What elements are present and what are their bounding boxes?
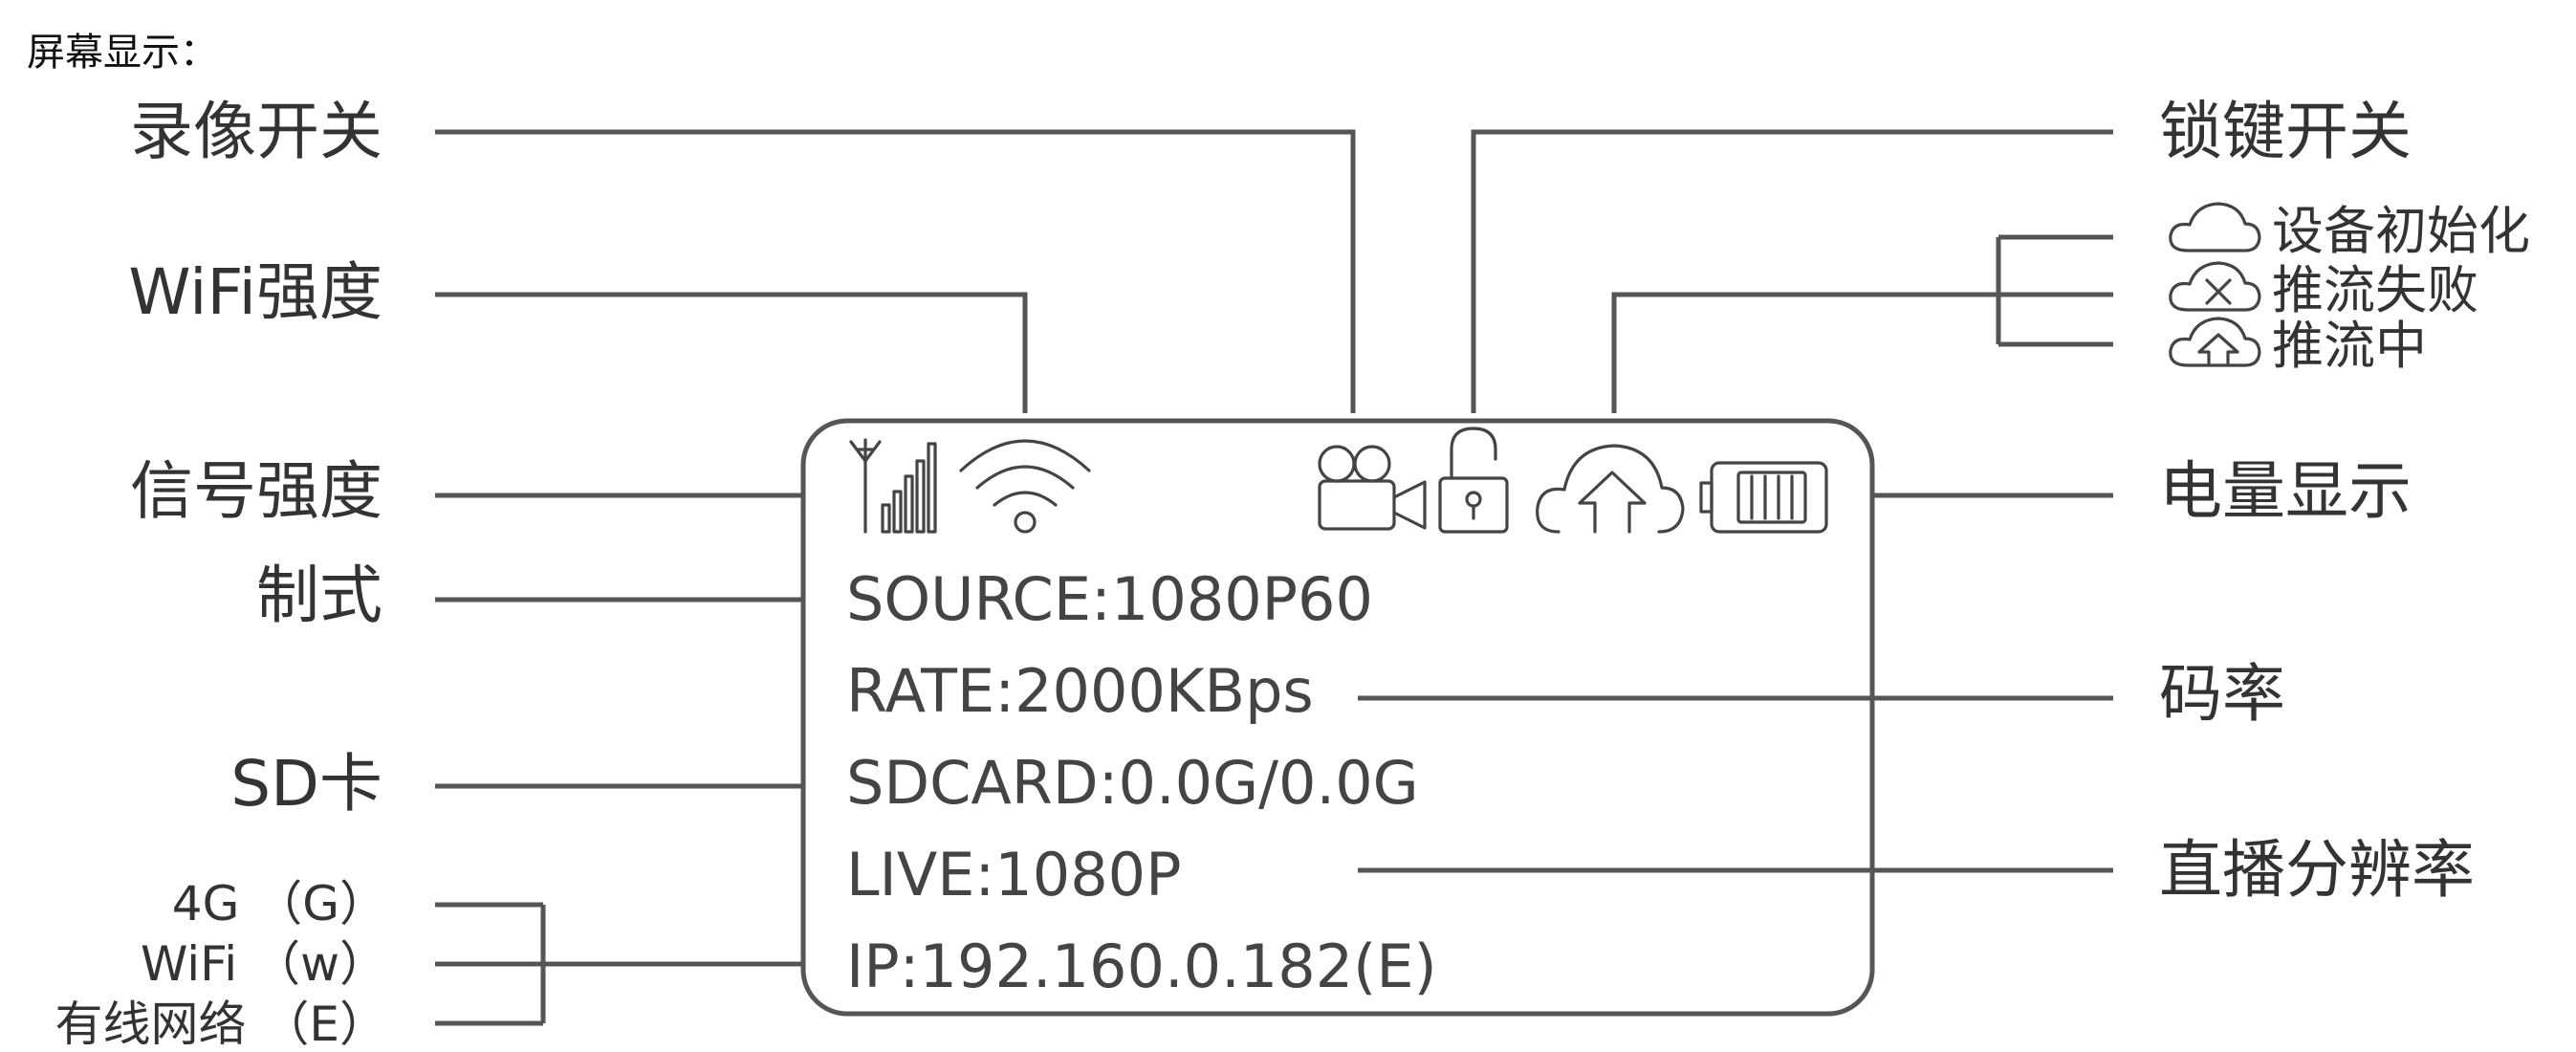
label-init: 设备初始化 (2272, 201, 2530, 261)
page-title: 屏幕显示： (27, 31, 218, 75)
label-bitrate: 码率 (2159, 657, 2285, 731)
connector-lines (435, 129, 2113, 1026)
label-live-res: 直播分辨率 (2159, 833, 2475, 907)
cloud-x-icon (2169, 261, 2261, 312)
screen-ip: IP:192.160.0.182(E) (846, 931, 1437, 1001)
label-net-4g: 4G （G） (172, 876, 387, 931)
label-net-wifi: WiFi （w） (141, 936, 387, 992)
label-record: 录像开关 (130, 95, 382, 168)
screen-source: SOURCE:1080P60 (846, 564, 1373, 634)
label-pushing: 推流中 (2272, 316, 2427, 376)
label-key-lock: 锁键开关 (2159, 95, 2412, 168)
cloud-icon (2169, 202, 2261, 252)
line-wifi-strength (435, 292, 1028, 413)
line-record (435, 129, 1356, 413)
screen-rate: RATE:2000KBps (846, 656, 1314, 726)
screen-sdcard: SDCARD:0.0G/0.0G (846, 748, 1419, 818)
video-camera-icon (1318, 445, 1427, 531)
lock-icon (1438, 427, 1509, 534)
cloud-upload-small-icon (2169, 317, 2261, 367)
device-screen-frame (800, 418, 1875, 1017)
label-format: 制式 (256, 559, 382, 632)
label-battery: 电量显示 (2159, 454, 2412, 528)
signal-bars-icon (849, 438, 937, 534)
label-sd-card: SD卡 (230, 747, 382, 821)
label-net-wired: 有线网络 （E） (55, 997, 388, 1052)
wifi-icon (959, 439, 1091, 534)
line-key-lock (1471, 129, 2113, 413)
label-wifi-strength: WiFi强度 (128, 255, 382, 329)
screen-live: LIVE:1080P (846, 840, 1181, 910)
line-cloud (1611, 292, 1998, 413)
cloud-upload-icon (1536, 444, 1685, 534)
label-push-fail: 推流失败 (2272, 260, 2478, 320)
battery-icon (1699, 461, 1828, 534)
label-signal-strength: 信号强度 (130, 454, 382, 528)
